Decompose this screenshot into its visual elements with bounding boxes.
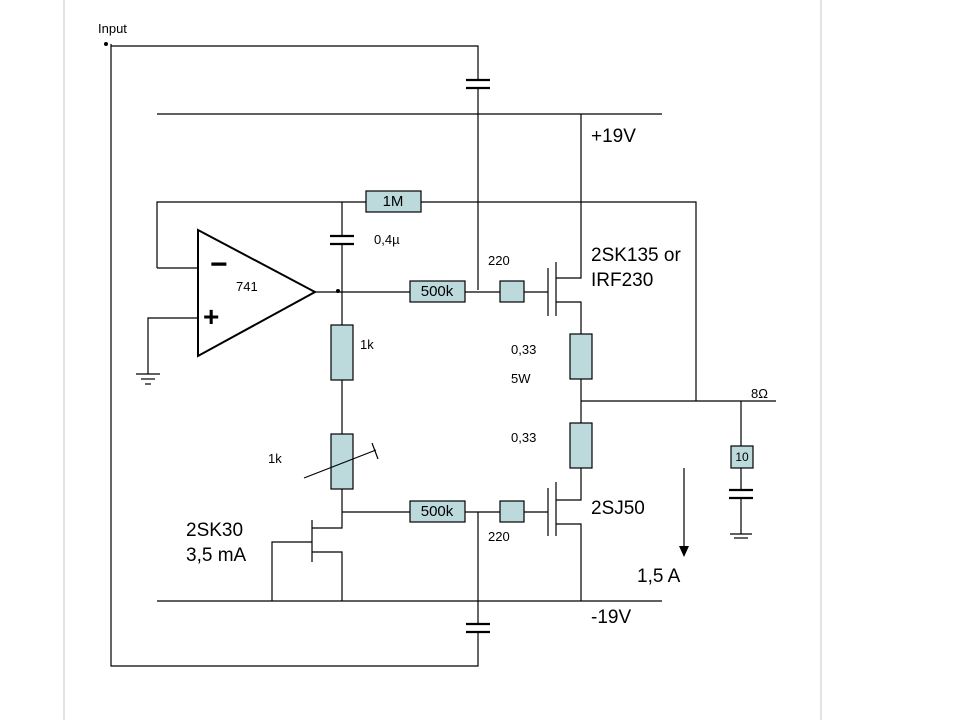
input-wire xyxy=(110,44,479,667)
feedback-capacitor-label: 0,4µ xyxy=(374,232,400,247)
jfet-current-source xyxy=(271,512,343,601)
coupling-capacitor-bottom xyxy=(466,512,490,634)
gate-resistor-500k-top: 500k xyxy=(409,280,466,303)
zobel-resistor-label: 10 xyxy=(735,450,749,464)
q-top-label-line1: 2SK135 or xyxy=(591,245,681,266)
pos-supply-label: +19V xyxy=(591,126,636,147)
opamp-label: 741 xyxy=(236,279,258,294)
q-bottom-label: 2SJ50 xyxy=(591,498,645,519)
coupling-capacitor-top xyxy=(466,78,490,290)
load-label: 8Ω xyxy=(751,386,768,401)
r-source-power-label: 5W xyxy=(511,371,531,386)
r500k-top-label: 500k xyxy=(421,283,454,300)
mosfet-top xyxy=(547,114,582,334)
gate-resistor-220-top xyxy=(499,280,525,303)
feedback-capacitor xyxy=(330,234,354,292)
current-arrow xyxy=(679,468,689,557)
feedback-resistor: 1M xyxy=(365,190,422,213)
bias-resistor-1k xyxy=(330,292,354,434)
zobel-network xyxy=(729,401,754,539)
source-resistor-top xyxy=(569,333,593,423)
r220-bottom-label: 220 xyxy=(488,529,510,544)
jfet-label-line2: 3,5 mA xyxy=(186,545,247,566)
opamp-output-node xyxy=(336,289,340,293)
r-source-top-label: 0,33 xyxy=(511,342,536,357)
bias-current-label: 1,5 A xyxy=(637,566,681,587)
bias-resistor-label: 1k xyxy=(360,337,374,352)
opamp-741: − + 741 xyxy=(197,228,318,358)
source-resistor-bottom xyxy=(569,422,593,492)
gate-resistor-220-bottom xyxy=(499,500,525,523)
gate-resistor-500k-bottom: 500k xyxy=(409,500,466,523)
input-label: Input xyxy=(98,21,127,36)
feedback-wire xyxy=(156,201,697,401)
bias-trimmer-1k xyxy=(303,433,379,512)
r-source-bottom-label: 0,33 xyxy=(511,430,536,445)
feedback-resistor-label: 1M xyxy=(383,193,404,210)
opamp-plus-sign: + xyxy=(203,301,219,332)
mosfet-bottom xyxy=(547,482,582,601)
q-top-label-line2: IRF230 xyxy=(591,270,653,291)
neg-supply-label: -19V xyxy=(591,607,631,628)
jfet-label-line1: 2SK30 xyxy=(186,520,243,541)
r220-top-label: 220 xyxy=(488,253,510,268)
r500k-bottom-label: 500k xyxy=(421,503,454,520)
opamp-minus-sign: − xyxy=(210,248,228,281)
non-inverting-ground xyxy=(136,317,198,385)
bias-trimmer-label: 1k xyxy=(268,451,282,466)
input-node xyxy=(104,42,108,46)
